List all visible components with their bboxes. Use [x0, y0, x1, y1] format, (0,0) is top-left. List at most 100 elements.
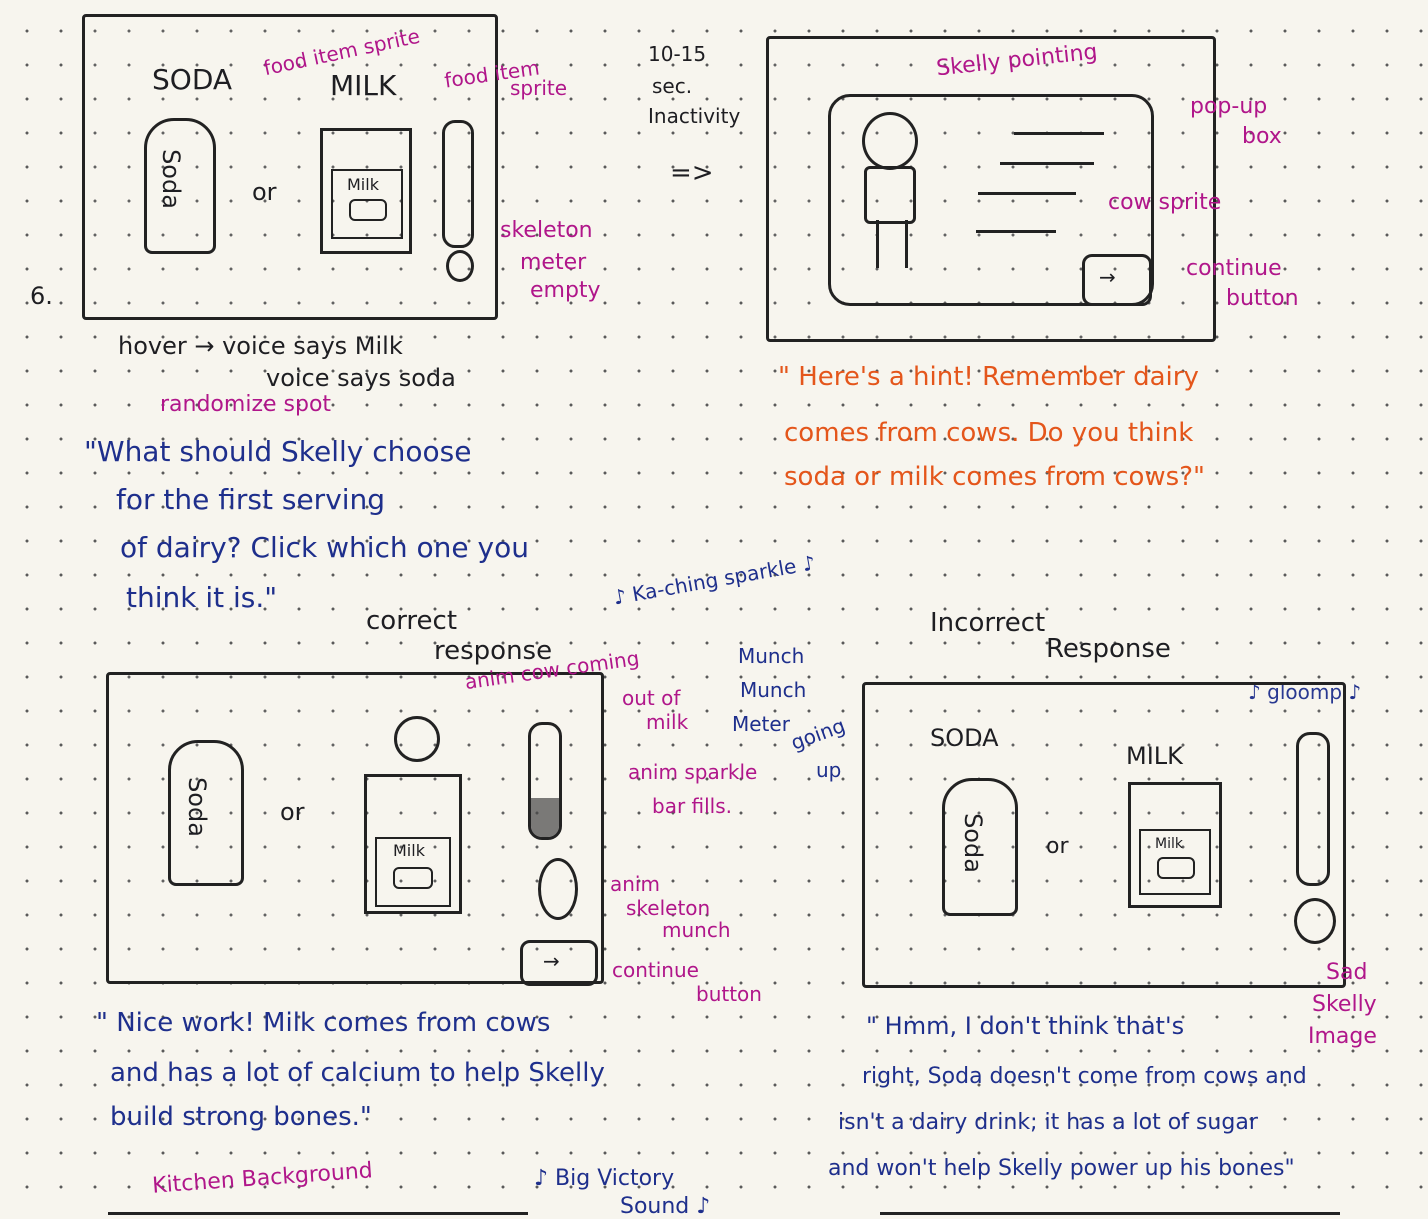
hover-note-1: hover → voice says Milk	[118, 332, 403, 360]
anim-skeleton-label-3: munch	[662, 918, 731, 942]
popup-label-1: pop-up	[1190, 94, 1268, 119]
panel-3-soda-can[interactable]: Soda	[168, 740, 244, 886]
big-victory-1: ♪ Big Victory	[534, 1166, 675, 1191]
skeleton-meter-label-3: empty	[530, 278, 601, 303]
hover-note-2: voice says soda	[266, 364, 456, 392]
panel-2-continue-button[interactable]: →	[1082, 254, 1152, 306]
panel-1-or: or	[252, 178, 277, 206]
skelly-figure	[862, 112, 918, 170]
cow-icon	[393, 867, 433, 889]
panel-3-skull-icon	[538, 858, 578, 920]
milk-carton-label: Milk	[347, 175, 379, 194]
milk-carton-label-box: Milk	[375, 837, 451, 907]
nice-line-1: " Nice work! Milk comes from cows	[96, 1008, 551, 1038]
correct-label-1: correct	[366, 606, 458, 636]
prompt-line-4: think it is."	[126, 581, 278, 614]
prompt-line-3: of dairy? Click which one you	[120, 531, 529, 564]
anim-skeleton-label-1: anim	[610, 872, 660, 896]
panel-4-milk-title: MILK	[1126, 742, 1183, 770]
skeleton-meter	[442, 120, 474, 248]
cow-sprite-label: cow sprite	[1108, 190, 1222, 215]
soda-can-label: Soda	[156, 149, 185, 209]
dialog-line-1	[1014, 132, 1104, 135]
sad-skelly-label-1: Sad	[1326, 960, 1368, 985]
next-panel-edge	[108, 1212, 528, 1215]
munch-2: Munch	[740, 678, 807, 702]
panel-number: 6.	[30, 282, 53, 310]
inactivity-note-3: Inactivity	[648, 104, 741, 128]
anim-skeleton-label-2: skeleton	[626, 896, 711, 920]
dialog-line-3	[978, 192, 1076, 195]
skeleton-meter-label-2: meter	[520, 250, 587, 275]
arrow-right-icon: →	[543, 949, 560, 973]
meter-fill	[531, 797, 559, 837]
panel-4-milk-carton[interactable]: Milk	[1128, 782, 1222, 908]
panel-4-sad-skull-icon	[1294, 898, 1336, 944]
panel-4-skeleton-meter	[1296, 732, 1330, 886]
hmm-line-1: " Hmm, I don't think that's	[866, 1012, 1185, 1040]
randomize-note: randomize spot	[160, 392, 332, 417]
panel-3-or: or	[280, 798, 305, 826]
continue-label-2: button	[696, 982, 762, 1006]
panel-1-soda-can[interactable]: Soda	[144, 118, 216, 254]
transition-arrow: =>	[670, 158, 714, 188]
panel-3-frame	[106, 672, 604, 984]
hmm-line-4: and won't help Skelly power up his bones…	[828, 1156, 1295, 1181]
anim-cow-label-2: out of	[622, 686, 681, 710]
sad-skelly-label-3: Image	[1308, 1024, 1377, 1049]
panel-1-soda-title: SODA	[152, 63, 233, 96]
sad-skelly-label-2: Skelly	[1312, 992, 1377, 1017]
inactivity-note-1: 10-15	[648, 42, 707, 66]
incorrect-label-2: Response	[1046, 634, 1171, 664]
meter-going-up-1: Meter	[732, 712, 790, 736]
next-panel-edge-right	[880, 1212, 1340, 1215]
dialog-line-2	[1000, 162, 1094, 165]
hmm-line-2: right, Soda doesn't come from cows and	[862, 1064, 1307, 1089]
arrow-right-icon: →	[1099, 265, 1116, 289]
milk-carton-label-box: Milk	[331, 169, 403, 239]
panel-3-skeleton-meter	[528, 722, 562, 840]
panel-3-milk-carton[interactable]: Milk	[364, 774, 462, 914]
sound-gloomp: ♪ gloomp ♪	[1248, 680, 1362, 704]
popup-box	[828, 94, 1154, 306]
cow-head-icon	[394, 716, 440, 762]
hint-line-1: " Here's a hint! Remember dairy	[778, 362, 1199, 392]
hint-line-3: soda or milk comes from cows?"	[784, 462, 1205, 492]
food-item-sprite-label-2b: sprite	[510, 76, 568, 100]
inactivity-note-2: sec.	[652, 74, 693, 98]
hint-line-2: comes from cows. Do you think	[784, 418, 1194, 448]
popup-label-2: box	[1242, 124, 1282, 149]
panel-1-milk-carton[interactable]: Milk	[320, 128, 412, 254]
continue-label-2: button	[1226, 286, 1299, 311]
panel-4-soda-title: SODA	[930, 724, 999, 752]
panel-4-or: or	[1046, 834, 1069, 859]
hmm-line-3: isn't a dairy drink; it has a lot of sug…	[838, 1110, 1258, 1135]
nice-line-2: and has a lot of calcium to help Skelly	[110, 1058, 605, 1088]
dialog-line-4	[976, 230, 1056, 233]
anim-sparkle-label-1: anim sparkle	[628, 760, 758, 784]
skelly-legs	[876, 220, 908, 268]
continue-label-1: continue	[612, 958, 699, 982]
soda-can-label: Soda	[958, 813, 987, 873]
sound-sparkle: ♪ Ka-ching sparkle ♪	[611, 550, 818, 610]
skelly-body	[864, 166, 916, 224]
incorrect-label-1: Incorrect	[930, 608, 1046, 638]
anim-sparkle-label-2: bar fills.	[652, 794, 733, 818]
munch-1: Munch	[738, 644, 805, 668]
soda-can-label: Soda	[182, 777, 211, 837]
meter-going-up-3: up	[816, 758, 842, 782]
panel-4-soda-can[interactable]: Soda	[942, 778, 1018, 916]
cow-icon	[349, 199, 387, 221]
nice-line-3: build strong bones."	[110, 1102, 372, 1132]
prompt-line-2: for the first serving	[116, 483, 386, 516]
continue-label-1: continue	[1186, 256, 1282, 281]
panel-3-continue-button[interactable]: →	[520, 940, 598, 986]
milk-carton-label: Milk	[1155, 836, 1183, 852]
milk-carton-label-box: Milk	[1139, 829, 1211, 895]
cow-icon	[1157, 857, 1195, 879]
correct-label-2: response	[434, 636, 553, 666]
panel-1-milk-title: MILK	[330, 69, 397, 102]
skull-icon	[446, 250, 474, 282]
big-victory-2: Sound ♪	[620, 1194, 711, 1219]
prompt-line-1: "What should Skelly choose	[84, 435, 472, 468]
